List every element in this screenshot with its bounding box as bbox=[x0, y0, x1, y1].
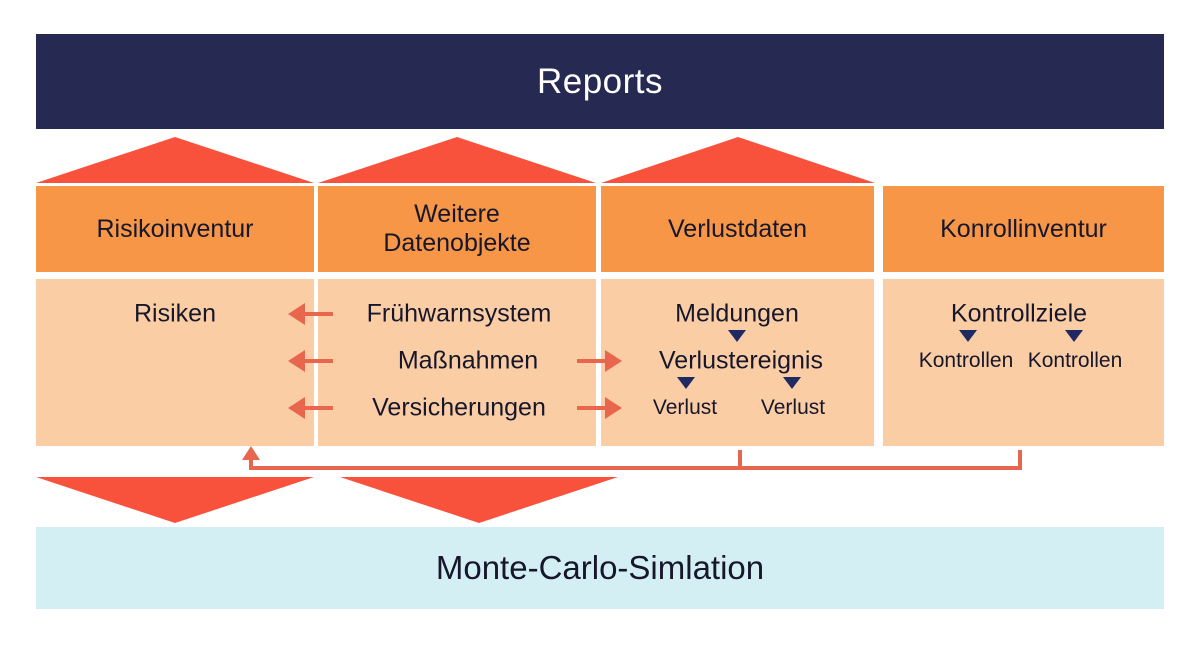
connector-triangle-verlustereignis-verlust-2 bbox=[783, 377, 801, 389]
flow-arrow-up-risikoinventur bbox=[36, 137, 314, 183]
item-massnahmen: Maßnahmen bbox=[397, 346, 539, 375]
arrow-head-massnahmen-to-risiken bbox=[288, 350, 305, 372]
column-header-line1: Weitere bbox=[414, 200, 500, 228]
column-body-risikoinventur: Risiken bbox=[36, 279, 314, 446]
arrow-head-fruehwarnsystem-to-risiken bbox=[288, 303, 305, 325]
item-kontrollen-1: Kontrollen bbox=[918, 349, 1014, 372]
arrow-head-massnahmen-to-verlustereignis bbox=[605, 350, 622, 372]
feedback-bus-riser-left bbox=[249, 455, 253, 470]
column-header-konrollinventur: Konrollinventur bbox=[883, 186, 1164, 272]
column-header-verlustdaten: Verlustdaten bbox=[601, 186, 874, 272]
column-header-label-weitere-datenobjekte: Weitere Datenobjekte bbox=[383, 200, 530, 258]
item-verlustereignis: Verlustereignis bbox=[659, 346, 823, 375]
item-verlust-1: Verlust bbox=[652, 396, 718, 419]
item-meldungen: Meldungen bbox=[675, 299, 799, 328]
column-header-risikoinventur: Risikoinventur bbox=[36, 186, 314, 272]
column-header-label-konrollinventur: Konrollinventur bbox=[940, 214, 1107, 243]
flow-arrow-up-weitere-datenobjekte bbox=[318, 137, 596, 183]
arrow-line-versicherungen-to-verlust bbox=[577, 406, 605, 410]
feedback-bus-stub-verlustdaten bbox=[738, 450, 742, 470]
monte-carlo-banner: Monte-Carlo-Simlation bbox=[36, 527, 1164, 609]
item-kontrollen-2: Kontrollen bbox=[1027, 349, 1123, 372]
column-header-line2: Datenobjekte bbox=[383, 229, 531, 257]
arrow-head-versicherungen-to-verlust bbox=[605, 397, 622, 419]
arrow-line-massnahmen-to-verlustereignis bbox=[577, 359, 605, 363]
flow-arrow-up-verlustdaten bbox=[601, 137, 875, 183]
feedback-bus-horizontal bbox=[249, 466, 1022, 470]
connector-triangle-kontrollziele-kontrollen-2 bbox=[1065, 330, 1083, 342]
flow-arrow-down-risikoinventur bbox=[36, 477, 314, 523]
arrow-line-massnahmen-to-risiken bbox=[305, 359, 333, 363]
arrow-head-versicherungen-to-risiken bbox=[288, 397, 305, 419]
column-header-weitere-datenobjekte: Weitere Datenobjekte bbox=[318, 186, 596, 272]
feedback-bus-arrow-into-risikoinventur bbox=[242, 446, 260, 460]
connector-triangle-verlustereignis-verlust-1 bbox=[677, 377, 695, 389]
column-body-konrollinventur: Kontrollziele Kontrollen Kontrollen bbox=[883, 279, 1164, 446]
item-versicherungen: Versicherungen bbox=[372, 393, 546, 422]
reports-title: Reports bbox=[536, 61, 664, 101]
feedback-bus-stub-konrollinventur bbox=[1018, 450, 1022, 470]
flow-arrow-down-weitere-datenobjekte bbox=[340, 477, 618, 523]
column-header-label-verlustdaten: Verlustdaten bbox=[668, 214, 807, 243]
item-risiken: Risiken bbox=[134, 299, 216, 328]
item-verlust-2: Verlust bbox=[760, 396, 826, 419]
connector-triangle-kontrollziele-kontrollen-1 bbox=[959, 330, 977, 342]
arrow-line-fruehwarnsystem-to-risiken bbox=[305, 312, 333, 316]
reports-banner: Reports bbox=[36, 34, 1164, 129]
monte-carlo-title: Monte-Carlo-Simlation bbox=[435, 549, 765, 586]
column-header-label-risikoinventur: Risikoinventur bbox=[96, 214, 254, 243]
item-fruehwarnsystem: Frühwarnsystem bbox=[366, 299, 552, 328]
column-body-weitere-datenobjekte: Frühwarnsystem Maßnahmen Versicherungen bbox=[318, 279, 596, 446]
item-kontrollziele: Kontrollziele bbox=[950, 299, 1088, 328]
column-body-verlustdaten: Meldungen Verlustereignis Verlust Verlus… bbox=[601, 279, 874, 446]
connector-triangle-meldungen-verlustereignis bbox=[728, 330, 746, 342]
arrow-line-versicherungen-to-risiken bbox=[305, 406, 333, 410]
